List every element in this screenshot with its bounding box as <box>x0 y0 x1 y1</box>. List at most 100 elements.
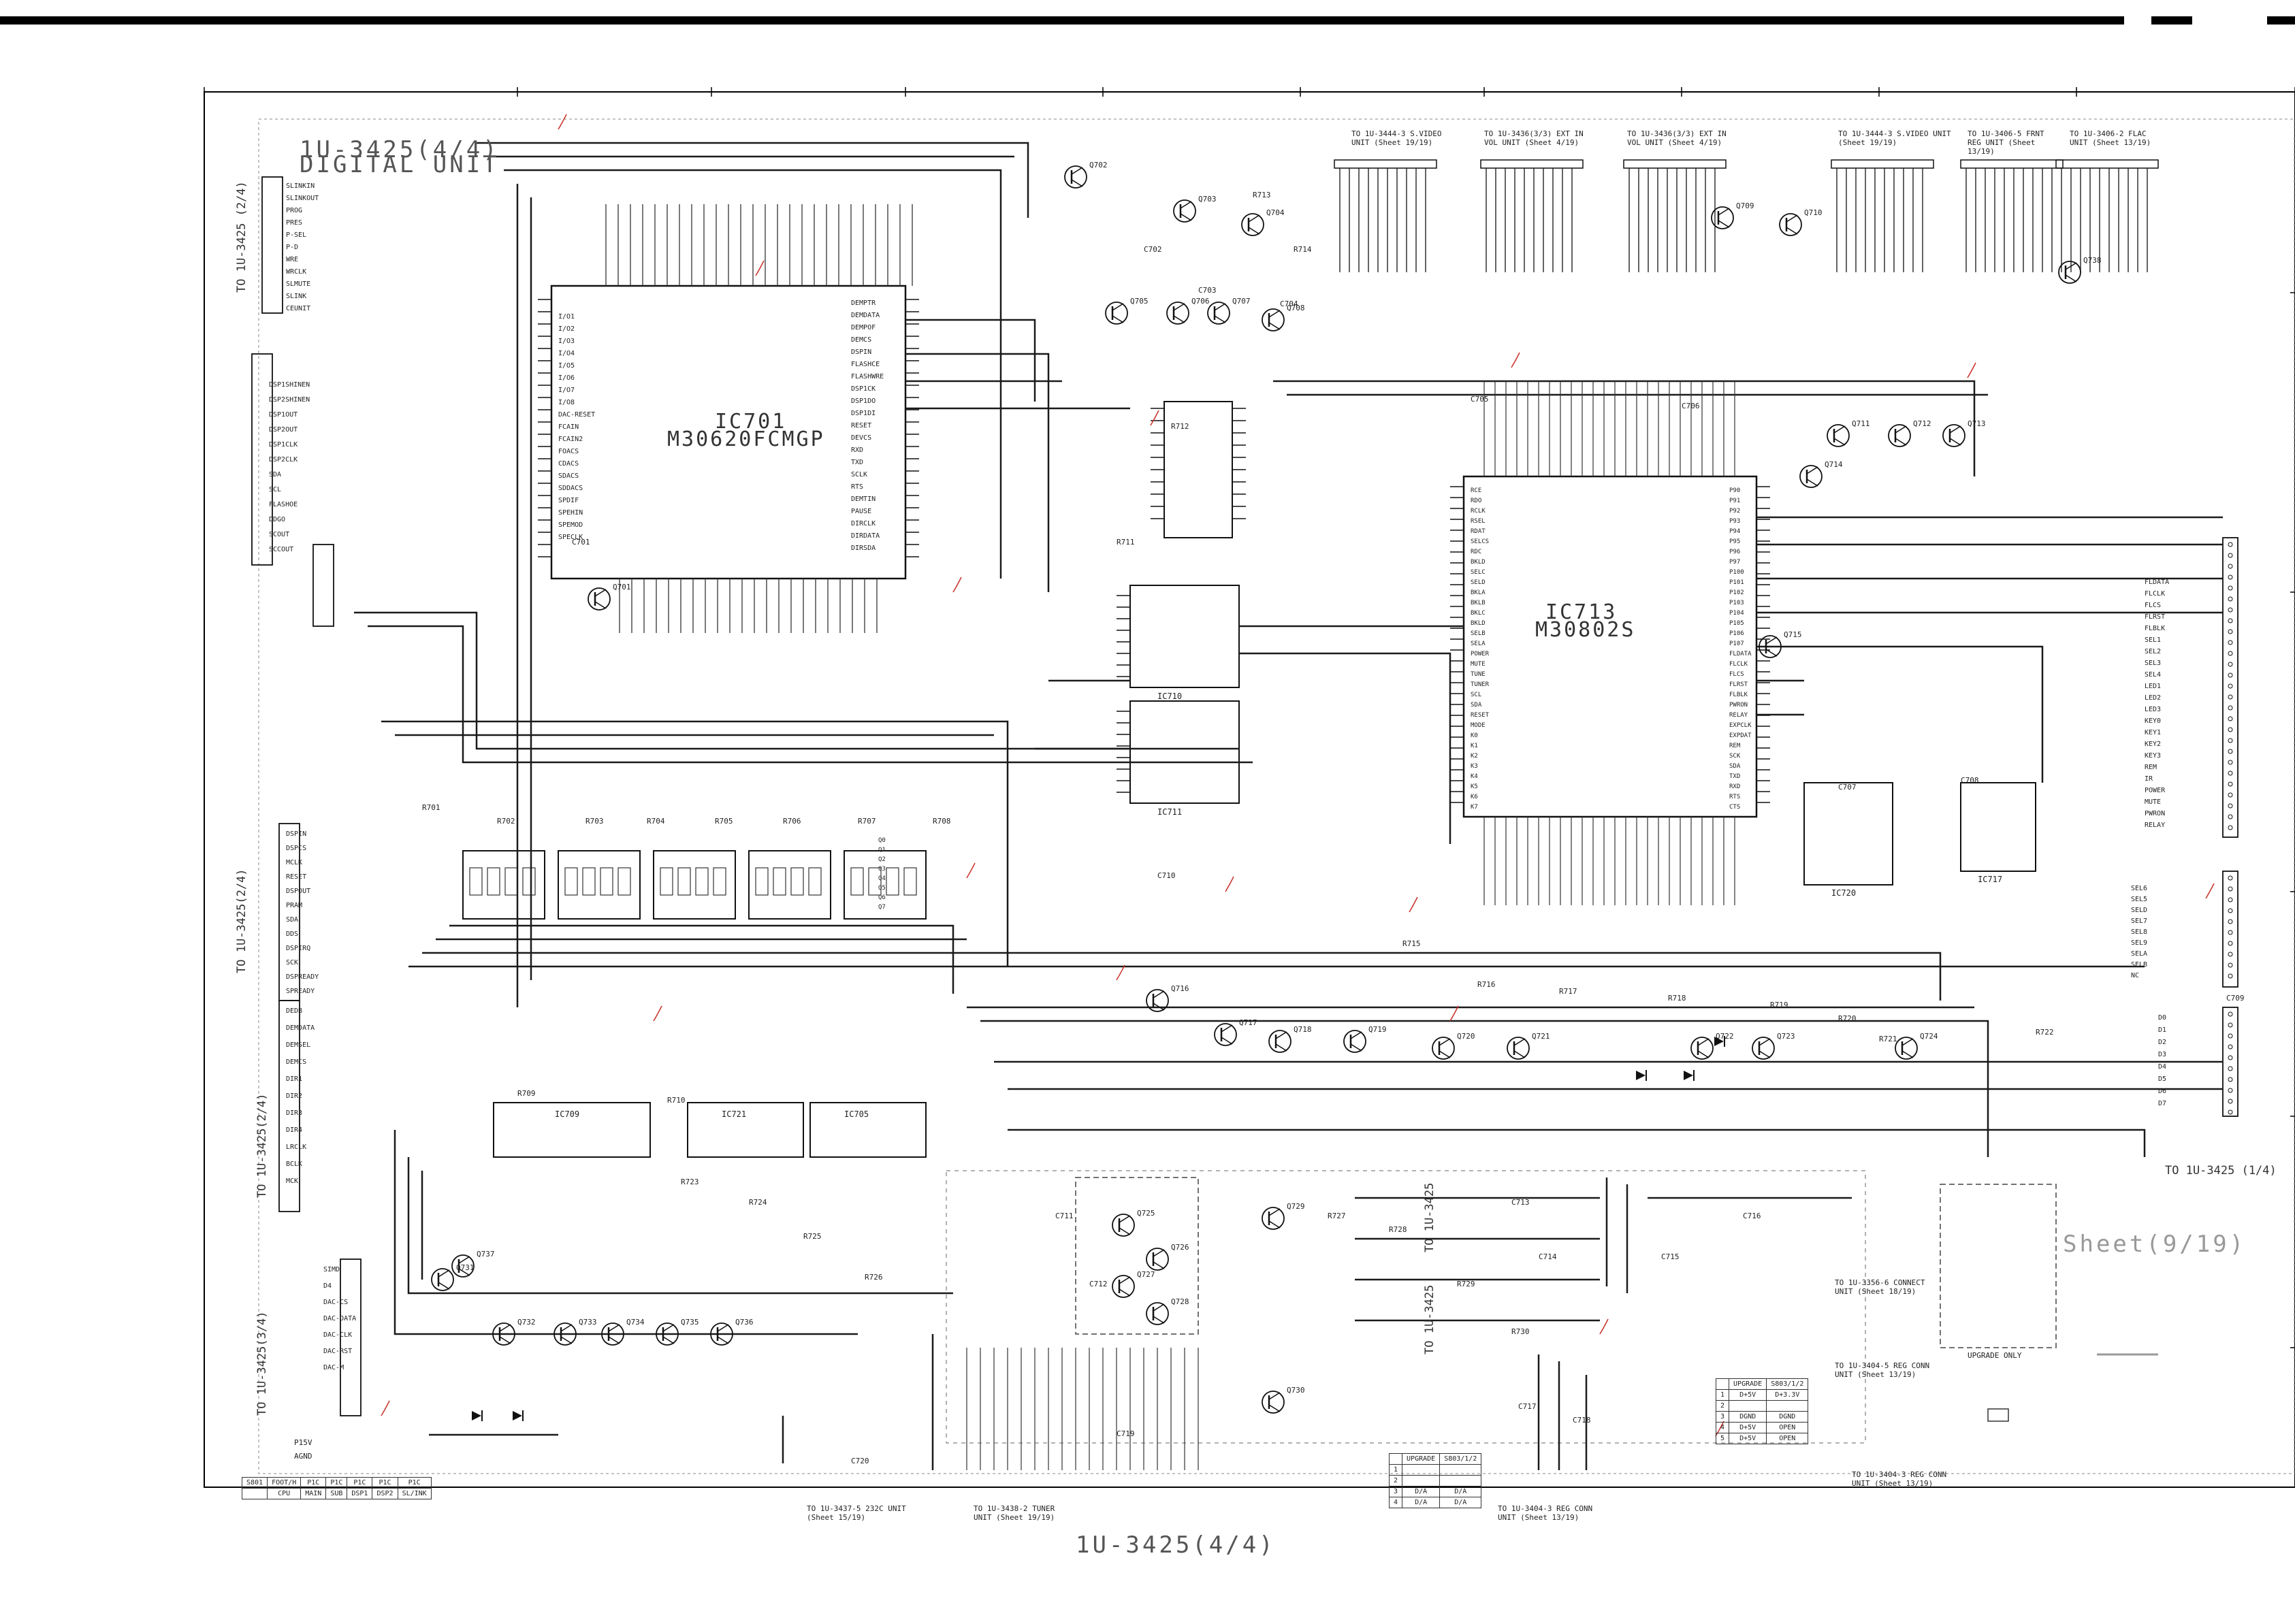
transistor-circle <box>1268 1030 1291 1053</box>
red-mark <box>1116 964 1125 981</box>
ic713-pin-label: TUNE <box>1471 671 1486 678</box>
net-label: SDA <box>269 471 282 478</box>
ic713-pin-label: K6 <box>1471 794 1478 800</box>
connector-pin <box>2228 941 2233 946</box>
connector-pin <box>2228 770 2233 776</box>
upgrade-blank <box>1715 1378 1730 1390</box>
resistor-label: R719 <box>1770 1001 1788 1009</box>
wire <box>477 142 1029 218</box>
upgrade-cell: 1 <box>1715 1389 1730 1401</box>
ic701-pin-label: I/O1 <box>558 313 575 321</box>
ic713-pin-label: POWER <box>1471 651 1490 657</box>
net-label: SLINK <box>286 293 307 300</box>
transistor-emitter <box>1119 1288 1131 1297</box>
top-unit-3: TO 1U-3436(3/3) EXT IN VOL UNIT (Sheet 4… <box>1627 129 1727 147</box>
resistor-label: R718 <box>1668 994 1686 1003</box>
switch-header-cell: P1C <box>397 1477 432 1489</box>
upgrade-header-cell: S803/1/2 <box>1439 1453 1482 1465</box>
net-label: D4 <box>323 1282 332 1290</box>
transistor-label: Q738 <box>2083 256 2102 265</box>
transistor-label: Q736 <box>735 1318 754 1327</box>
net-label: PWRON <box>2145 810 2166 817</box>
transistor-circle <box>1262 1391 1285 1414</box>
net-label: BCLK <box>286 1160 303 1168</box>
transistor-circle <box>1888 424 1911 447</box>
transistor-label: Q722 <box>1716 1032 1734 1041</box>
ic701-pin-label: DEMPOF <box>851 324 876 331</box>
upgrade-cell: 5 <box>1715 1433 1730 1444</box>
transistor-label: Q735 <box>681 1318 699 1327</box>
net-label: P-D <box>286 244 299 251</box>
wire <box>422 952 1942 1001</box>
net-label: SELB <box>2131 961 2148 969</box>
ic713-pin-label: P90 <box>1729 487 1741 494</box>
connector-pin <box>2228 585 2233 591</box>
upgrade-cell: 4 <box>1388 1497 1403 1508</box>
top-connector <box>1334 159 1437 169</box>
red-mark <box>1449 1005 1459 1022</box>
top-connectors <box>1334 159 2159 272</box>
transistor-circle <box>1105 302 1128 325</box>
connector-pin <box>2228 738 2233 743</box>
transistor <box>492 1322 515 1346</box>
resistor-label: R703 <box>585 817 604 826</box>
net-label: D1 <box>2158 1026 2167 1034</box>
transistor-circle <box>1752 1037 1775 1060</box>
caution-mark <box>1987 1408 2009 1422</box>
ic-pins <box>538 299 1770 803</box>
ic717-body <box>1960 782 2036 872</box>
connect-unit-box <box>1940 1184 2057 1348</box>
transistor-collector <box>608 1324 620 1332</box>
capacitor-label: C720 <box>851 1457 869 1465</box>
right-connector <box>2222 537 2238 838</box>
transistor-emitter <box>1153 1261 1165 1269</box>
ic701-name: IC701 <box>715 410 787 434</box>
connector-pin <box>2228 1088 2233 1093</box>
transistor-collector <box>1439 1038 1451 1046</box>
transistor-circle <box>553 1322 577 1346</box>
ic713-pin-label: BKLD <box>1471 620 1486 627</box>
connector-pin <box>2228 553 2233 558</box>
connector-pin <box>2228 1077 2233 1082</box>
wire <box>1273 380 1976 476</box>
transistor-emitter <box>1513 1050 1526 1058</box>
net-label: Q5 <box>878 885 886 892</box>
transistor-label: Q704 <box>1266 208 1285 217</box>
transistor-label: Q730 <box>1287 1386 1305 1395</box>
left-connector <box>278 1000 300 1212</box>
upgrade-cell: 1 <box>1388 1464 1403 1476</box>
top-connector <box>1480 159 1584 169</box>
ic705-label: IC705 <box>844 1109 869 1119</box>
capacitor-label: C703 <box>1198 286 1217 295</box>
ic713-pin-label: BKLB <box>1471 600 1486 606</box>
resistor-label: R710 <box>667 1096 686 1105</box>
ic701-pin-label: RTS <box>851 483 864 491</box>
capacitor-label: C717 <box>1518 1402 1537 1411</box>
net-label: D6 <box>2158 1088 2167 1095</box>
transistor-circle <box>1343 1030 1366 1053</box>
ic701-pin-label: I/O4 <box>558 350 575 357</box>
net-label: RESET <box>286 873 307 881</box>
transistor <box>1752 1037 1775 1060</box>
header-title: 1U-3425(4/4) <box>300 136 500 163</box>
ic701-pin-label: DSPIN <box>851 348 872 356</box>
wire <box>1008 1128 2146 1157</box>
transistor-collector <box>1901 1038 1914 1046</box>
net-label: SLMUTE <box>286 280 311 288</box>
net-label: SEL8 <box>2131 928 2148 936</box>
bottom-unit-4: TO 1U-3404-3 REG CONN UNIT (Sheet 13/19) <box>1852 1470 1947 1488</box>
net-label: DSP2SHINEN <box>269 396 310 404</box>
transistor-collector <box>438 1269 450 1278</box>
bottom-unit-3: TO 1U-3404-3 REG CONN UNIT (Sheet 13/19) <box>1498 1504 1593 1522</box>
upgrade-cell: 2 <box>1715 1400 1730 1412</box>
transistor <box>1759 635 1782 658</box>
transistor-emitter <box>1350 1043 1362 1052</box>
transistor-emitter <box>717 1336 729 1344</box>
right-connectors <box>2222 537 2238 1117</box>
wire <box>354 611 1239 750</box>
connector-pin <box>2228 683 2233 689</box>
transistor-emitter <box>1173 315 1185 323</box>
connector-pin <box>2228 618 2233 623</box>
ic713-pin-label: K5 <box>1471 783 1478 790</box>
